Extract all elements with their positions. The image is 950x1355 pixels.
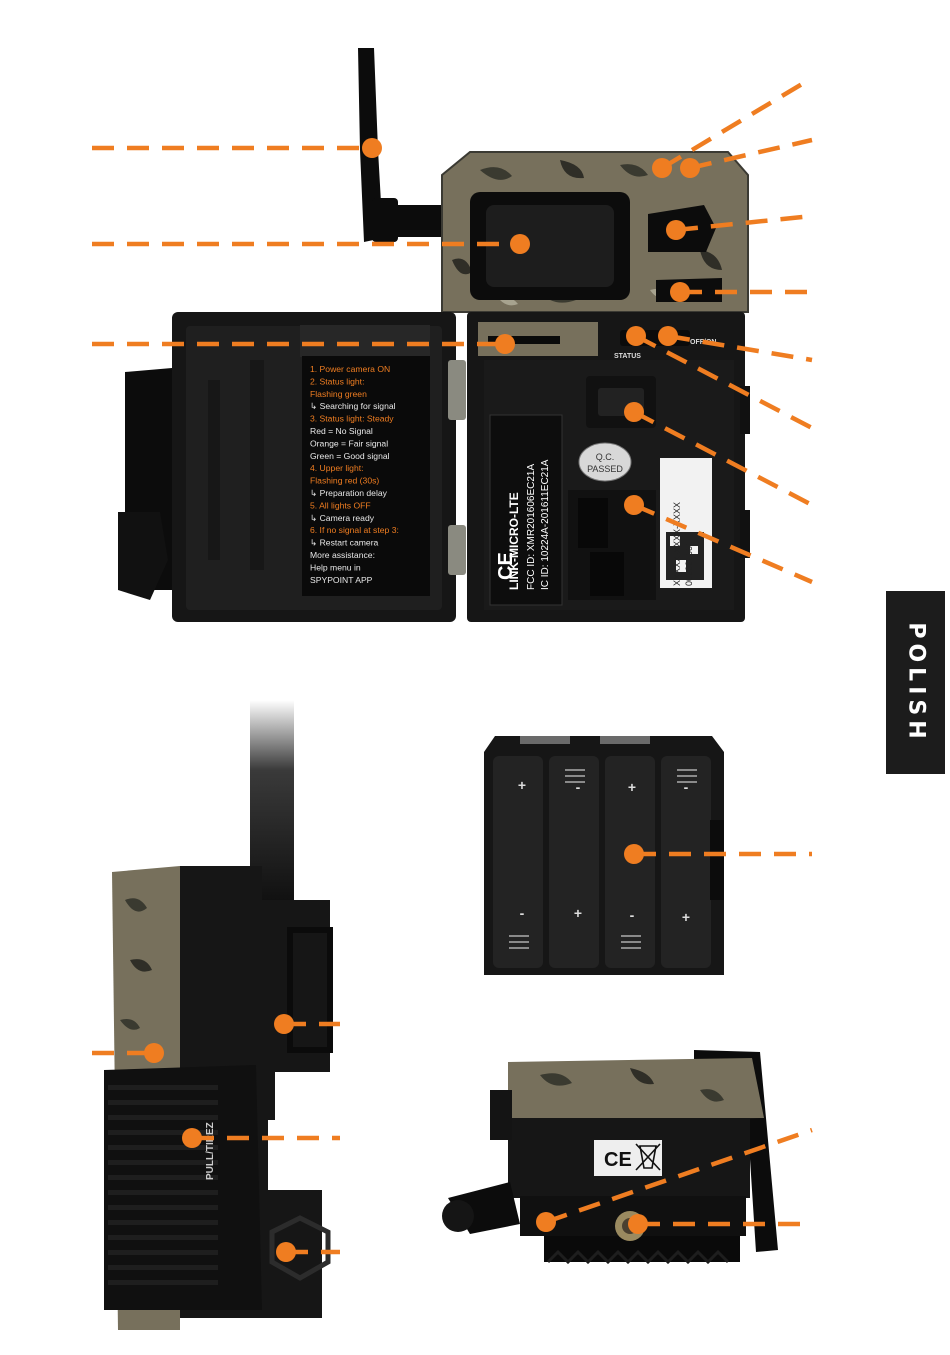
dot-power-switch: [658, 326, 678, 346]
qc-line1: Q.C.: [596, 452, 615, 462]
weee-bin-icon: [635, 1143, 661, 1171]
status-switch-label: STATUS: [614, 353, 641, 360]
dot-antenna: [362, 138, 382, 158]
instruction-sticker: [302, 356, 430, 596]
dot-side-housing: [144, 1043, 164, 1063]
instruction-line: ↳ Camera ready: [310, 513, 375, 523]
device-model: LINK-MICRO-LTE: [507, 492, 521, 590]
instruction-line: 1. Power camera ON: [310, 364, 390, 374]
bottom-ce-mark: CE: [604, 1149, 632, 1171]
device-ic-id: IC ID: 10224A-201611EC21A: [540, 459, 551, 590]
instruction-line: Flashing green: [310, 389, 367, 399]
instruction-line: Orange = Fair signal: [310, 438, 388, 448]
dot-sd-slot: [495, 334, 515, 354]
dot-sensor-right: [680, 158, 700, 178]
instruction-line: ↳ Restart camera: [310, 538, 379, 548]
instruction-text: 1. Power camera ON 2. Status light: Flash…: [310, 364, 399, 585]
pull-label-group: PULL/TIREZ: [205, 1122, 216, 1180]
camera-side-view: [104, 700, 333, 1330]
dot-pull-tab: [182, 1128, 202, 1148]
camera-bottom-view: [442, 1050, 778, 1265]
battery-sign-4: +: [682, 909, 690, 925]
instruction-line: Green = Good signal: [310, 451, 390, 461]
dot-battery-bay: [624, 495, 644, 515]
battery-sign-2: +: [628, 779, 636, 795]
instruction-line: 2. Status light:: [310, 376, 364, 386]
dot-tripod-socket: [628, 1214, 648, 1234]
leader-sensor-left: [660, 76, 814, 170]
battery-sign-8: -: [684, 779, 689, 795]
battery-polarity: + + + + - - - -: [518, 777, 690, 925]
leader-battery-bay: [633, 502, 813, 585]
dot-flash: [670, 282, 690, 302]
battery-sign-5: -: [520, 905, 525, 921]
dot-mount: [274, 1014, 294, 1034]
serial-line1: XXXXX-XXXX-XXXX: [672, 502, 682, 586]
instruction-line: Flashing red (30s): [310, 476, 379, 486]
battery-sign-3: +: [574, 905, 582, 921]
instruction-line: SPYPOINT APP: [310, 575, 373, 585]
language-tab: POLISH: [886, 591, 945, 774]
instruction-line: 5. All lights OFF: [310, 500, 371, 510]
dot-lens: [510, 234, 530, 254]
dot-sensor-left: [652, 158, 672, 178]
qc-line2: PASSED: [587, 464, 623, 474]
device-ce-text: CE: [495, 552, 517, 580]
device-ce-mark: CE: [495, 552, 517, 580]
instruction-line: 6. If no signal at step 3:: [310, 525, 399, 535]
language-tab-label: POLISH: [903, 621, 928, 744]
leader-pir: [675, 213, 813, 233]
battery-sign-1: +: [518, 777, 526, 793]
callout-dots: [144, 138, 700, 1262]
camera-body-interior: [467, 312, 750, 622]
pull-label: PULL/TIREZ: [205, 1122, 216, 1180]
instruction-line: ↳ Searching for signal: [310, 401, 396, 411]
instruction-line: Help menu in: [310, 562, 361, 572]
dot-battery-tray: [624, 844, 644, 864]
dot-usb-port: [624, 402, 644, 422]
instruction-line: Red = No Signal: [310, 426, 373, 436]
dot-status-light: [626, 326, 646, 346]
instruction-line: More assistance:: [310, 550, 375, 560]
instruction-line: 4. Upper light:: [310, 463, 364, 473]
dot-knob: [536, 1212, 556, 1232]
serial-text: XXXXX-XXXX-XXXX 000000000: [672, 502, 694, 586]
battery-sign-6: -: [630, 907, 635, 923]
leader-knob: [545, 1127, 813, 1225]
callout-leaders: [92, 76, 814, 1255]
serial-line2: 000000000: [684, 541, 694, 586]
battery-tray-view: [484, 736, 724, 975]
instruction-line: 3. Status light: Steady: [310, 414, 394, 424]
camera-front-housing: [441, 151, 749, 313]
leader-power-switch: [667, 333, 813, 363]
device-label-text: LINK-MICRO-LTE FCC ID: XMR201606EC21A IC…: [507, 459, 551, 590]
leader-sensor-right: [689, 137, 813, 171]
dot-pir: [666, 220, 686, 240]
battery-sign-7: -: [576, 779, 581, 795]
instruction-line: ↳ Preparation delay: [310, 488, 388, 498]
device-fcc-id: FCC ID: XMR201606EC21A: [526, 464, 537, 590]
dot-lock: [276, 1242, 296, 1262]
